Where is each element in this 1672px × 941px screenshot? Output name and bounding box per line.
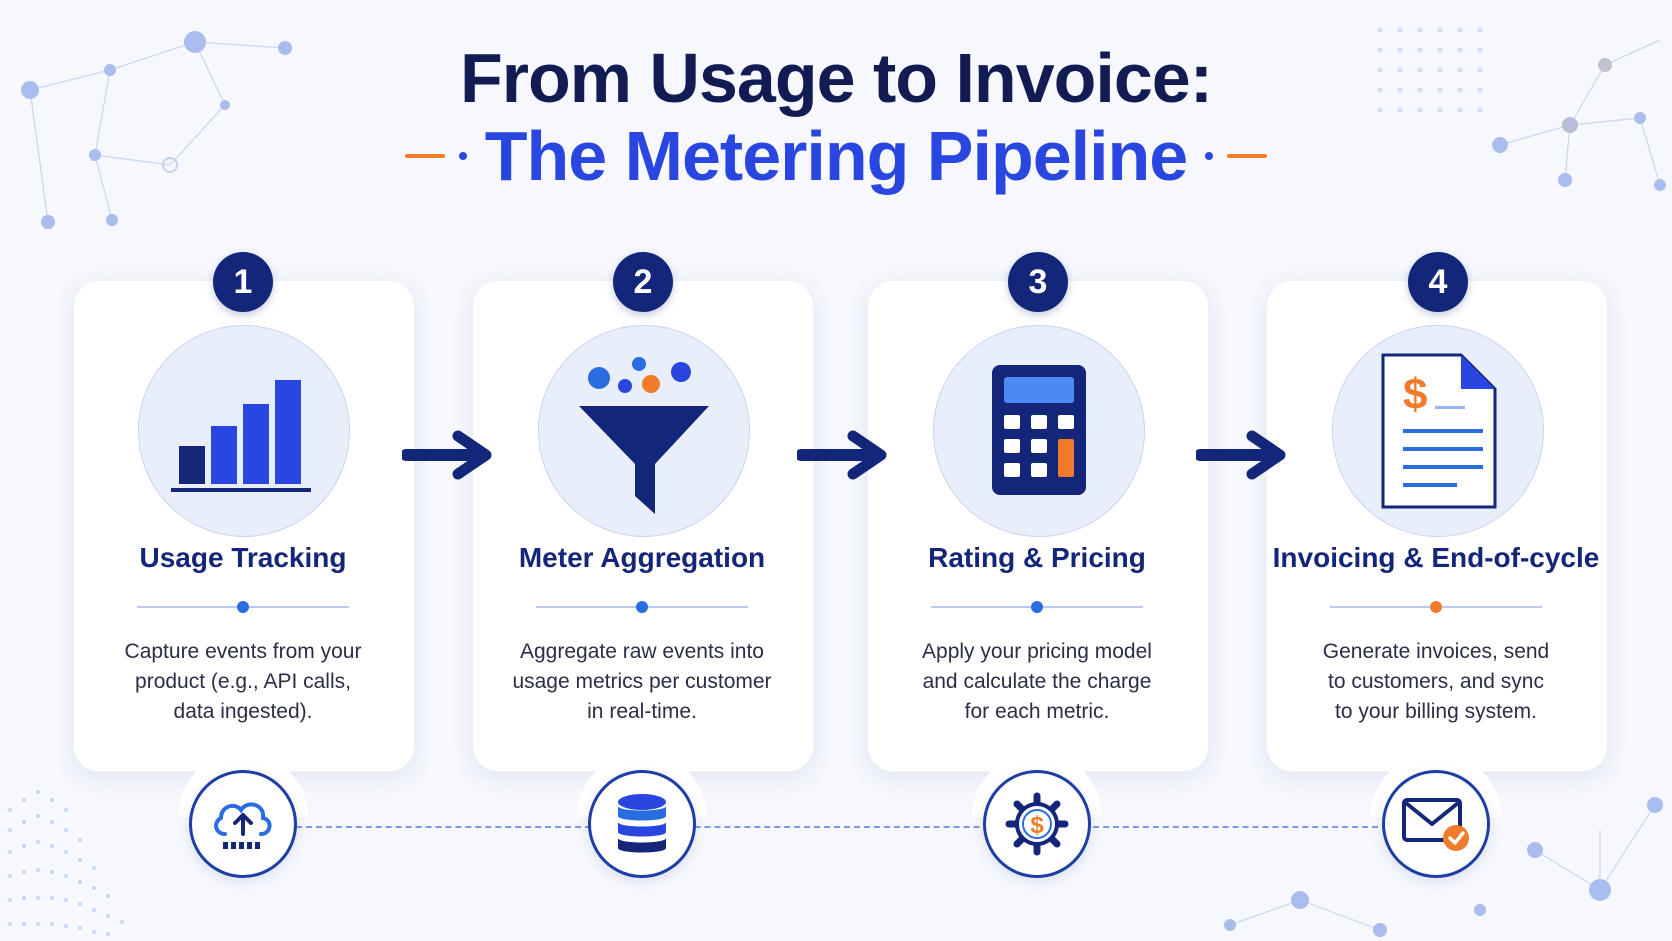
- step-description: Generate invoices, send to customers, an…: [1322, 640, 1550, 723]
- step-number-badge: 1: [213, 252, 273, 312]
- arrow-right-icon: [1196, 430, 1286, 480]
- step-icon-disc: $: [1332, 325, 1544, 537]
- calculator-icon: [992, 365, 1086, 495]
- invoice-document-icon: $: [1381, 353, 1497, 509]
- step-icon-disc: [138, 325, 350, 537]
- title-line2: The Metering Pipeline: [484, 117, 1188, 195]
- bottom-dashed-connector: [296, 826, 1388, 828]
- step-title: Invoicing & End-of-cycle: [1272, 542, 1600, 573]
- cloud-upload-icon: [214, 802, 272, 849]
- svg-text:$: $: [1403, 370, 1427, 419]
- step-icon-disc: [538, 325, 750, 537]
- title-line1: From Usage to Invoice:: [459, 39, 1213, 117]
- bottom-icon-circle: [189, 770, 297, 878]
- divider-dot: [636, 601, 648, 613]
- bottom-icon-circle: [588, 770, 696, 878]
- step-title: Usage Tracking: [139, 542, 347, 573]
- step-title: Rating & Pricing: [928, 542, 1146, 573]
- dollar-gear-icon: $: [1005, 792, 1069, 856]
- email-check-icon: [1402, 798, 1469, 851]
- bar-chart-icon: [171, 380, 311, 492]
- divider-dot: [237, 601, 249, 613]
- step-number-badge: 3: [1008, 252, 1068, 312]
- svg-text:$: $: [1030, 812, 1044, 839]
- arrow-right-icon: [402, 430, 492, 480]
- step-number-badge: 4: [1408, 252, 1468, 312]
- bottom-icon-circle: $: [983, 770, 1091, 878]
- step-icon-disc: [933, 325, 1145, 537]
- title-decoration-left: [404, 152, 467, 160]
- funnel-icon: [579, 357, 709, 514]
- title-row2: The Metering Pipeline: [0, 116, 1672, 196]
- bottom-icon-circle: [1382, 770, 1490, 878]
- step-description: Capture events from your product (e.g., …: [124, 640, 362, 723]
- divider-dot: [1430, 601, 1442, 613]
- step-description: Apply your pricing model and calculate t…: [922, 640, 1152, 723]
- arrow-right-icon: [797, 430, 887, 480]
- step-number-badge: 2: [613, 252, 673, 312]
- step-description: Aggregate raw events into usage metrics …: [512, 640, 772, 723]
- step-title: Meter Aggregation: [518, 542, 766, 573]
- title-decoration-right: [1205, 152, 1268, 160]
- database-icon: [618, 794, 666, 853]
- divider-dot: [1031, 601, 1043, 613]
